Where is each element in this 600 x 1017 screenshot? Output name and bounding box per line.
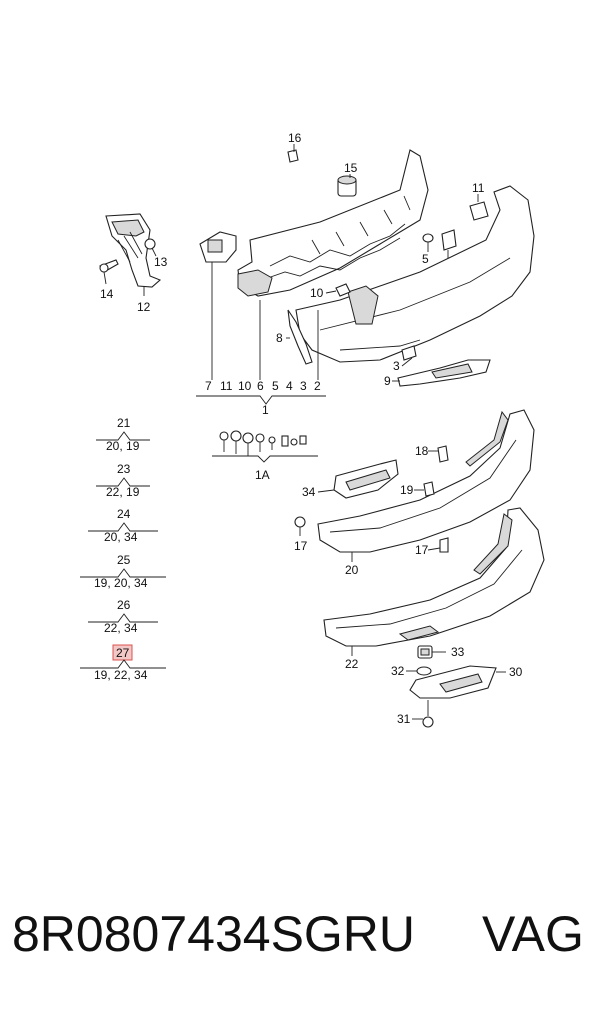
group-1-member-7: 7 <box>205 379 212 393</box>
legend-bottom-25: 19, 20, 34 <box>94 576 148 590</box>
group-1-member-5: 5 <box>272 379 279 393</box>
callout-17-left: 17 <box>294 539 308 553</box>
legend-top-24: 24 <box>117 507 131 521</box>
legend-top-26: 26 <box>117 598 131 612</box>
callout-30: 30 <box>509 665 523 679</box>
callout-20: 20 <box>345 563 359 577</box>
group-1a-label: 1A <box>255 468 270 482</box>
callout-32: 32 <box>391 664 405 678</box>
callout-5: 5 <box>422 252 429 266</box>
side-bracket-drawing <box>99 213 162 288</box>
bumper-cover-drawing <box>287 185 535 365</box>
part-number: 8R0807434SGRU <box>12 906 416 962</box>
group-1-member-10: 10 <box>238 379 252 393</box>
trim-strip-drawing <box>397 359 491 387</box>
legend-bottom-26: 22, 34 <box>104 621 138 635</box>
callout-16: 16 <box>288 131 302 145</box>
group-1-label: 1 <box>262 403 269 417</box>
parts-diagram: 13 14 12 16 15 5 4 11 10 <box>80 131 545 728</box>
legend: 21 20, 19 23 22, 19 24 20, 34 25 19, 20,… <box>80 416 166 682</box>
group-1-member-4: 4 <box>286 379 293 393</box>
legend-top-27: 27 <box>116 646 130 660</box>
group-1-member-11: 11 <box>220 379 233 393</box>
callout-22: 22 <box>345 657 359 671</box>
callout-17-right: 17 <box>415 543 429 557</box>
callout-33: 33 <box>451 645 465 659</box>
group-1-member-3: 3 <box>300 379 307 393</box>
group-1-member-2: 2 <box>314 379 321 393</box>
callout-19: 19 <box>400 483 414 497</box>
callout-9: 9 <box>384 374 391 388</box>
legend-bottom-23: 22, 19 <box>106 485 140 499</box>
callout-34: 34 <box>302 485 316 499</box>
legend-top-21: 21 <box>117 416 131 430</box>
callout-8: 8 <box>276 331 283 345</box>
legend-highlight-27 <box>112 644 133 661</box>
callout-31: 31 <box>397 712 411 726</box>
group-1-member-6: 6 <box>257 379 264 393</box>
diffuser-drawing <box>409 645 497 728</box>
lower-trim-upper-drawing <box>294 409 535 553</box>
bumper-carrier-drawing <box>237 149 457 297</box>
callout-10: 10 <box>310 286 324 300</box>
callout-14: 14 <box>100 287 114 301</box>
legend-top-23: 23 <box>117 462 131 476</box>
callout-12: 12 <box>137 300 151 314</box>
footer: 8R0807434SGRU VAG <box>0 905 600 975</box>
legend-bottom-27: 19, 22, 34 <box>94 668 148 682</box>
group-1-bracket: 7 11 10 6 5 4 3 2 1 <box>196 300 326 417</box>
callout-13: 13 <box>154 255 168 269</box>
legend-bottom-21: 20, 19 <box>106 439 140 453</box>
fastener-kit-drawing: 1A <box>212 430 318 482</box>
callout-15: 15 <box>344 161 358 175</box>
guide-bracket-drawing <box>199 231 237 263</box>
callout-18: 18 <box>415 444 429 458</box>
brand-name: VAG <box>482 906 584 962</box>
lower-trim-lower-drawing <box>323 507 545 647</box>
callout-3: 3 <box>393 359 400 373</box>
legend-top-25: 25 <box>117 553 131 567</box>
callout-11: 11 <box>472 181 485 195</box>
legend-bottom-24: 20, 34 <box>104 530 138 544</box>
